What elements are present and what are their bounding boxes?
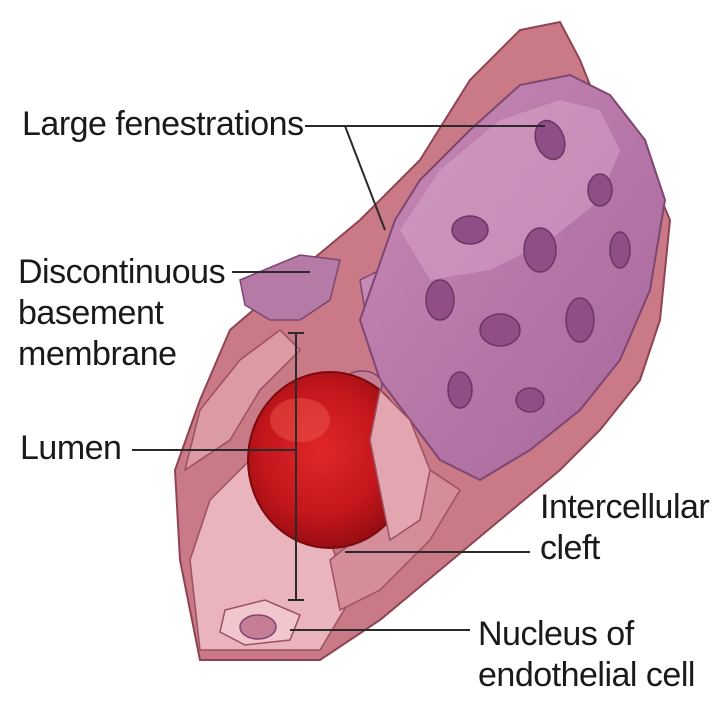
fenestration <box>480 314 520 346</box>
label-text: Large fenestrations <box>22 104 304 145</box>
fenestration <box>426 280 454 320</box>
red-blood-cell-highlight <box>270 398 330 442</box>
label-text: Lumen <box>20 428 121 469</box>
label-text-line: endothelial cell <box>478 655 695 696</box>
label-text-line: Intercellular <box>540 487 709 528</box>
label-intercellular-cleft: Intercellular cleft <box>540 487 709 569</box>
fenestration <box>516 388 544 412</box>
fenestration <box>588 174 612 206</box>
endothelial-cell-nucleus <box>240 615 276 639</box>
label-nucleus-of-endothelial-cell: Nucleus of endothelial cell <box>478 614 695 696</box>
label-text-line: Nucleus of <box>478 614 695 655</box>
label-text-line: Discontinuous <box>18 252 225 293</box>
label-discontinuous-basement-membrane: Discontinuous basement membrane <box>18 252 225 375</box>
fenestration <box>566 298 594 342</box>
label-text-line: basement <box>18 293 225 334</box>
label-text-line: cleft <box>540 528 709 569</box>
label-lumen: Lumen <box>20 428 121 469</box>
fenestration <box>448 372 472 408</box>
label-text-line: membrane <box>18 334 225 375</box>
label-large-fenestrations: Large fenestrations <box>22 104 304 145</box>
fenestration <box>524 228 556 272</box>
fenestration <box>610 232 630 268</box>
fenestration <box>452 216 488 244</box>
